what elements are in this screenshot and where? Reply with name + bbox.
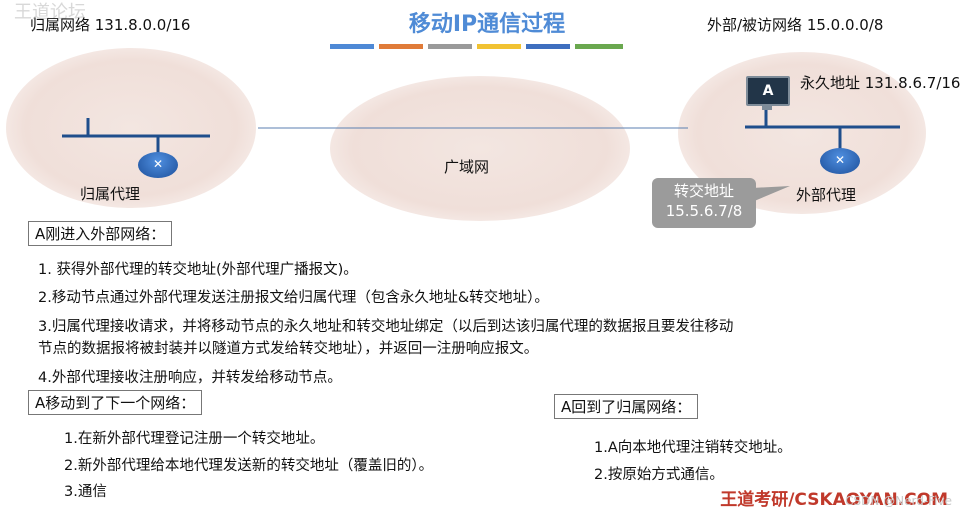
footer-watermark: CSDN @Nerd-Five bbox=[845, 494, 952, 508]
home-network-label: 归属网络 131.8.0.0/16 bbox=[30, 16, 191, 34]
section-moved-next-header: A移动到了下一个网络： bbox=[28, 390, 203, 415]
section-returned-home-header: A回到了归属网络： bbox=[554, 394, 699, 419]
foreign-agent-label: 外部代理 bbox=[796, 186, 857, 204]
page-title: 移动IP通信过程 bbox=[408, 12, 566, 37]
title-bar-segment bbox=[379, 44, 423, 49]
section1-step: 2.移动节点通过外部代理发送注册报文给归属代理（包含永久地址&转交地址）。 bbox=[38, 290, 549, 306]
title-bar-segment bbox=[428, 44, 472, 49]
section2-step: 3.通信 bbox=[64, 484, 107, 500]
title-bar-segment bbox=[526, 44, 570, 49]
section1-step: 4.外部代理接收注册响应，并转发给移动节点。 bbox=[38, 370, 342, 386]
section2-step: 2.新外部代理给本地代理发送新的转交地址（覆盖旧的）。 bbox=[64, 458, 434, 474]
permanent-address-label: 永久地址 131.8.6.7/16 bbox=[800, 74, 961, 92]
section1-step: 1. 获得外部代理的转交地址(外部代理广播报文)。 bbox=[38, 262, 358, 278]
section1-step: 节点的数据报将被封装并以隧道方式发给转交地址），并返回一注册响应报文。 bbox=[38, 341, 539, 357]
section1-step: 3.归属代理接收请求，并将移动节点的永久地址和转交地址绑定（以后到达该归属代理的… bbox=[38, 319, 734, 335]
wan-cloud bbox=[330, 76, 630, 221]
host-a-computer-icon: A bbox=[746, 76, 790, 106]
foreign-agent-router-icon: ✕ bbox=[820, 148, 860, 174]
care-of-address-callout: 转交地址 15.5.6.7/8 bbox=[652, 178, 756, 228]
title-bar-segment bbox=[477, 44, 521, 49]
wan-label: 广域网 bbox=[444, 158, 490, 176]
home-network-cloud bbox=[6, 48, 256, 208]
section2-step: 1.在新外部代理登记注册一个转交地址。 bbox=[64, 431, 325, 447]
title-bar-segment bbox=[330, 44, 374, 49]
section-entering-foreign-header: A刚进入外部网络： bbox=[28, 221, 173, 246]
callout-pointer bbox=[752, 186, 790, 202]
topology-lines bbox=[62, 108, 900, 156]
section3-step: 1.A向本地代理注销转交地址。 bbox=[594, 440, 792, 456]
foreign-network-label: 外部/被访网络 15.0.0.0/8 bbox=[707, 16, 884, 34]
footer-brand: 王道考研/CSKAOYAN.COM bbox=[720, 490, 948, 510]
monitor-stand bbox=[762, 104, 772, 110]
care-of-address: 15.5.6.7/8 bbox=[665, 202, 743, 220]
home-agent-router-icon: ✕ bbox=[138, 152, 178, 178]
title-bar-segment bbox=[575, 44, 623, 49]
care-of-title: 转交地址 bbox=[673, 182, 734, 200]
watermark-text: 王道论坛 bbox=[14, 2, 86, 23]
home-agent-label: 归属代理 bbox=[80, 185, 141, 203]
section3-step: 2.按原始方式通信。 bbox=[594, 467, 724, 483]
